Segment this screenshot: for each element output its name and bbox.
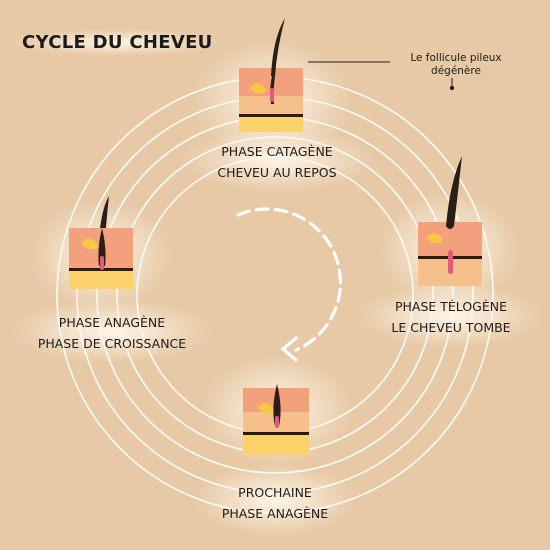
follicle-next-anagene-illustration bbox=[243, 384, 309, 455]
annotation-line-2: dégénère bbox=[431, 65, 481, 77]
hair-shaft bbox=[271, 18, 285, 76]
label-phase-anagene: PHASE ANAGÈNE PHASE DE CROISSANCE bbox=[38, 312, 186, 354]
annotation-line-1: Le follicule pileux bbox=[410, 52, 502, 64]
hair-shaft bbox=[273, 384, 281, 426]
hair-shaft bbox=[100, 196, 109, 228]
hair-shaft bbox=[446, 156, 462, 229]
label-next-anagene-line-2: PHASE ANAGÈNE bbox=[221, 506, 329, 521]
cycle-arrow bbox=[236, 207, 343, 362]
label-telogene-line-2: LE CHEVEU TOMBE bbox=[391, 320, 511, 335]
follicle-anagene-illustration bbox=[69, 196, 133, 289]
follicle-telogene-illustration bbox=[418, 156, 482, 286]
follicle-annotation: Le follicule pileux dégénère bbox=[396, 52, 516, 78]
label-phase-telogene: PHASE TÉLOGÈNE LE CHEVEU TOMBE bbox=[391, 296, 510, 338]
follicle-catagene-illustration bbox=[239, 18, 303, 132]
label-next-anagene-line-1: PROCHAINE bbox=[238, 485, 312, 500]
label-catagene-line-2: CHEVEU AU REPOS bbox=[217, 165, 337, 180]
label-next-anagene: PROCHAINE PHASE ANAGÈNE bbox=[222, 482, 328, 524]
annotation-pointer bbox=[308, 61, 455, 91]
label-anagene-line-2: PHASE DE CROISSANCE bbox=[37, 336, 187, 351]
page-title: CYCLE DU CHEVEU bbox=[16, 30, 219, 55]
label-telogene-line-1: PHASE TÉLOGÈNE bbox=[394, 299, 508, 314]
cycle-arrow-path bbox=[236, 207, 343, 352]
label-catagene-line-1: PHASE CATAGÈNE bbox=[221, 144, 333, 159]
label-anagene-line-1: PHASE ANAGÈNE bbox=[58, 315, 166, 330]
label-phase-catagene: PHASE CATAGÈNE CHEVEU AU REPOS bbox=[217, 141, 336, 183]
